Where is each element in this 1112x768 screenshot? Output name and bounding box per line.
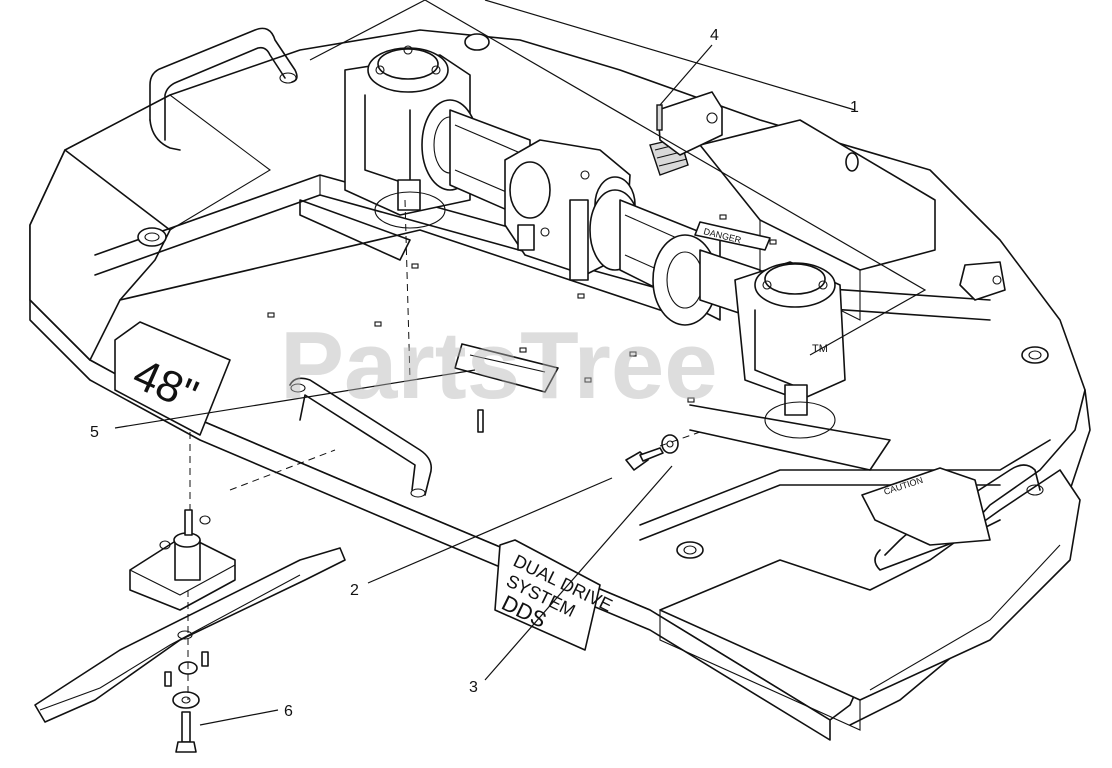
watermark-tm: TM (812, 343, 828, 355)
callout-1: 1 (850, 99, 859, 116)
deck-handle-left (149, 27, 298, 151)
callout-3: 3 (469, 679, 478, 696)
partstree-watermark: PartsTree TM (280, 312, 828, 419)
mower-deck (29, 29, 1091, 741)
deck-decal-plate (454, 343, 559, 393)
leader-lines (114, 0, 927, 726)
assembly-lines (187, 199, 701, 700)
blade-assembly (34, 509, 346, 753)
callouts: 1 2 3 4 5 6 (90, 27, 859, 720)
hex-bolt (625, 447, 664, 471)
callout-2: 2 (350, 582, 359, 599)
callout-4: 4 (710, 27, 719, 44)
drive-shaft-assembly (344, 45, 846, 439)
front-handle (289, 377, 433, 498)
callout-5: 5 (90, 424, 99, 441)
flat-washer (661, 434, 679, 454)
callout-6: 6 (284, 703, 293, 720)
idler-bracket (656, 91, 1006, 301)
hardware (454, 343, 679, 471)
watermark-text: PartsTree (280, 312, 718, 419)
roll-pin (477, 409, 484, 433)
